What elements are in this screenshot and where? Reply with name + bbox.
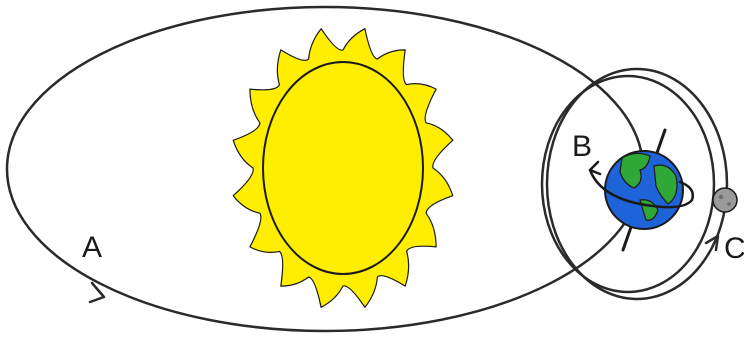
moon-body: [713, 188, 737, 212]
label-c: C: [724, 232, 744, 265]
label-b: B: [572, 130, 592, 163]
label-a: A: [82, 231, 102, 264]
moon-icon: [713, 188, 737, 212]
orbit-direction-arrow-a: [90, 283, 104, 302]
sun-icon: [233, 29, 453, 308]
sun-disc: [263, 62, 423, 274]
